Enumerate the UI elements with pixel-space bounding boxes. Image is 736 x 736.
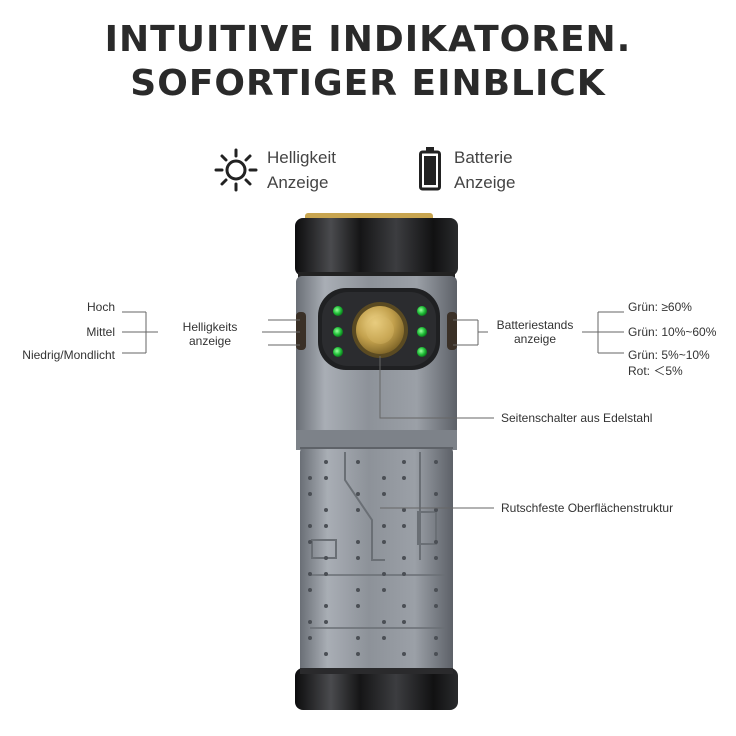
grip-rivet [356,492,360,496]
grip-rivet [402,476,406,480]
grip-rivet [324,476,328,480]
brightness-indicator-line-1: Helligkeits [182,320,238,334]
grip-rivet [308,540,312,544]
battery-legend-line-1: Batterie [454,148,513,167]
battery-led-1 [417,306,427,316]
grip-rivet [308,620,312,624]
grip-rivet [434,636,438,640]
flashlight-head [295,213,458,278]
battery-icon [419,147,441,191]
brightness-led-group [333,306,343,357]
grip-rivet [382,492,386,496]
brightness-legend-line-1: Helligkeit [267,148,336,167]
grip-rivet [402,572,406,576]
grip-rivet [324,524,328,528]
grip-rivet [402,556,406,560]
battery-led-3 [417,347,427,357]
grip-rivet [324,572,328,576]
grip-rivet [356,540,360,544]
grip-rivet [382,524,386,528]
battery-indicator-line-2: anzeige [513,332,557,346]
left-leader-lines [122,311,300,354]
grip-rivet [434,588,438,592]
grip-rivet [356,556,360,560]
grip-rivet [382,540,386,544]
brightness-led-low [333,347,343,357]
brightness-led-mid [333,327,343,337]
grip-rivet [356,588,360,592]
grip-rivet [434,604,438,608]
grip-rivet [434,492,438,496]
grip-rivet [402,604,406,608]
brightness-level-mid: Mittel [86,325,115,339]
grip-rivet [434,508,438,512]
battery-indicator-label: Batteriestands anzeige [486,318,584,346]
battery-level-critical: Rot: ＜5% [628,364,683,378]
grip-rivet [324,556,328,560]
grip-rivet [402,460,406,464]
grip-rivet [402,524,406,528]
grip-rivet [324,604,328,608]
grip-rivet [382,636,386,640]
grip-rivet [356,636,360,640]
grip-rivet [308,572,312,576]
grip-rivet [402,652,406,656]
grip-rivet [308,492,312,496]
brightness-legend-line-2: Anzeige [267,173,329,192]
grip-rivet [308,476,312,480]
grip-rivet [356,604,360,608]
grip-surface-label: Rutschfeste Oberflächenstruktur [501,501,674,515]
brightness-level-high: Hoch [86,300,115,314]
battery-level-low: Grün: 5%~10% [628,348,710,362]
grip-rivet [308,588,312,592]
grip-rivet [402,620,406,624]
grip-rivet [308,524,312,528]
brightness-indicator-line-2: anzeige [188,334,232,348]
sun-icon [214,148,258,192]
grip-rivet [356,460,360,464]
grip-rivet [382,572,386,576]
grip-rivet [356,652,360,656]
brightness-led-high [333,306,343,316]
battery-led-group [417,306,427,357]
grip-rivet [382,588,386,592]
grip-rivet [356,508,360,512]
flashlight-grip [300,447,453,673]
flashlight-upper-body [296,276,457,450]
headline-line-1: INTUITIVE INDIKATOREN. [104,19,632,60]
side-switch-label: Seitenschalter aus Edelstahl [501,411,653,425]
brightness-indicator-label: Helligkeits anzeige [160,320,260,348]
grip-rivet [324,620,328,624]
grip-rivet [434,460,438,464]
grip-rivet [402,508,406,512]
grip-rivet [324,508,328,512]
battery-indicator-line-1: Batteriestands [496,318,574,332]
grip-rivet [324,652,328,656]
battery-level-mid: Grün: 10%~60% [628,325,717,339]
grip-rivet [434,540,438,544]
grip-rivet [324,460,328,464]
battery-led-2 [417,327,427,337]
brightness-level-low: Niedrig/Mondlicht [22,348,115,362]
grip-rivet [382,476,386,480]
grip-rivet [308,636,312,640]
grip-rivet [382,620,386,624]
grip-rivet [434,652,438,656]
battery-level-high: Grün: ≥60% [628,300,692,314]
right-leader-lines [379,311,624,509]
flashlight-tail [295,668,458,710]
headline-line-2: SOFORTIGER EINBLICK [130,63,606,104]
battery-legend-line-2: Anzeige [454,173,516,192]
grip-rivet [434,556,438,560]
